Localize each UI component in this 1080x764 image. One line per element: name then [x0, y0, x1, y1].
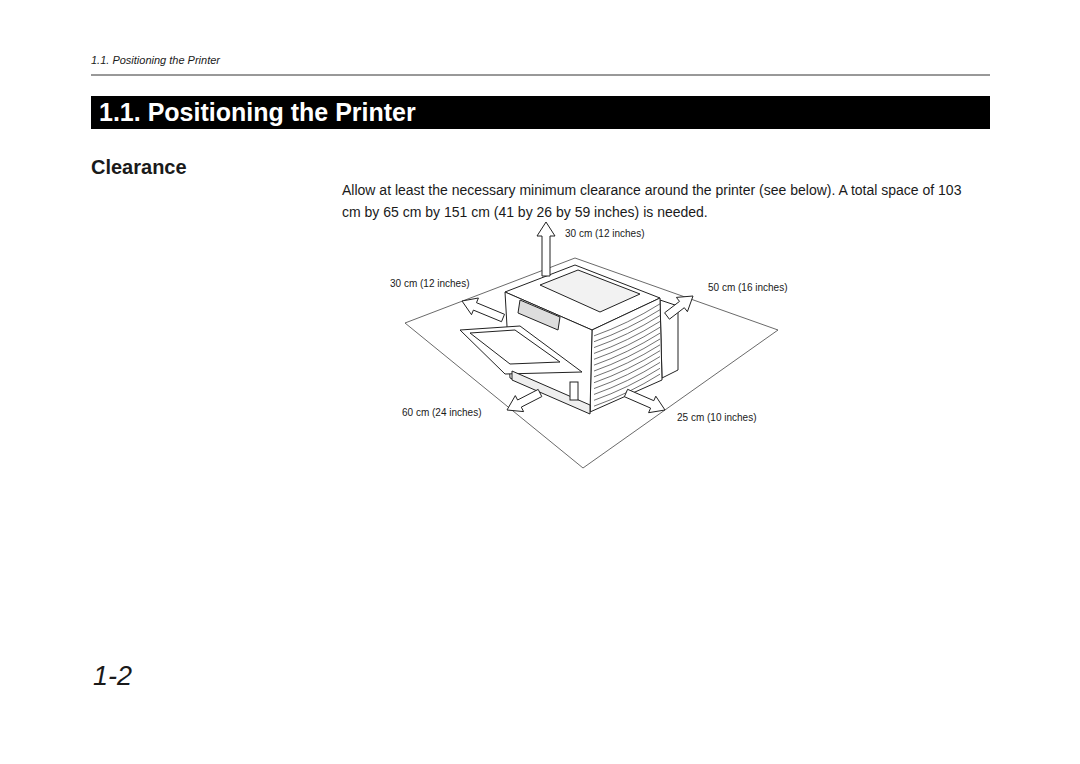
ridge-line [594, 327, 660, 359]
mp-tray [460, 326, 582, 374]
ridge-line [594, 304, 660, 336]
ridge-line [594, 310, 660, 342]
output-tray [540, 270, 640, 312]
mp-tray-inner [470, 330, 560, 364]
ridge-line [594, 357, 660, 389]
dimension-label: 30 cm (12 inches) [390, 278, 469, 290]
clearance-arrow [665, 296, 693, 319]
ridge-line [594, 333, 660, 365]
dimension-label: 60 cm (24 inches) [402, 407, 481, 419]
body-paragraph: Allow at least the necessary minimum cle… [342, 179, 982, 223]
header-rule [91, 75, 990, 76]
clearance-arrow [537, 222, 555, 276]
ridge-line [594, 316, 660, 348]
ridge-line [594, 339, 660, 371]
clearance-arrow [462, 298, 505, 322]
dimension-label: 30 cm (12 inches) [565, 228, 644, 240]
section-title: 1.1. Positioning the Printer [99, 97, 416, 127]
dimension-label: 50 cm (16 inches) [708, 282, 787, 294]
control-panel [518, 300, 560, 330]
ridge-line [594, 351, 660, 383]
ridge-line [594, 321, 660, 353]
clearance-arrow [507, 389, 542, 411]
clearance-arrows [462, 222, 693, 413]
section-heading: Clearance [91, 155, 187, 179]
power-switch [570, 382, 578, 400]
printer-illustration [460, 265, 678, 414]
cassette [512, 371, 590, 414]
running-header: 1.1. Positioning the Printer [91, 54, 220, 67]
dimension-label: 25 cm (10 inches) [677, 412, 756, 424]
page-number: 1-2 [93, 660, 132, 692]
clearance-arrow [624, 389, 665, 412]
ridge-line [594, 345, 660, 377]
title-bar [91, 96, 990, 129]
